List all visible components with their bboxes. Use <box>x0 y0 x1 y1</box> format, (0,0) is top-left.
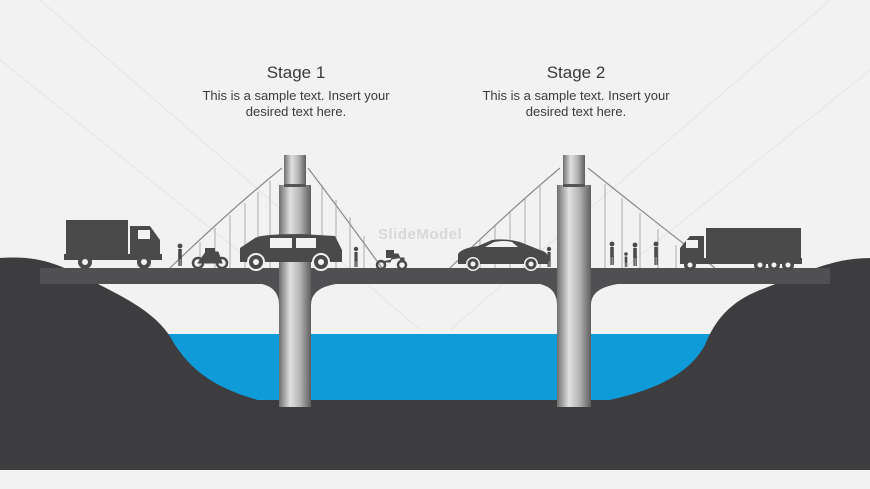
stage-1-title: Stage 1 <box>266 63 326 82</box>
stage-2-description: This is a sample text. Insert your desir… <box>482 88 670 119</box>
truck-icon <box>64 220 162 269</box>
stage-2-title: Stage 2 <box>546 63 606 82</box>
stage-1-callout: Stage 1 This is a sample text. Insert yo… <box>181 62 411 120</box>
stage-1-description: This is a sample text. Insert your desir… <box>202 88 390 119</box>
bridge-deck <box>40 268 830 305</box>
pillar-1 <box>279 155 311 407</box>
pedestrian-icon <box>177 241 659 267</box>
semi-truck-icon <box>680 228 802 271</box>
sedan-icon <box>458 239 548 271</box>
suv-icon <box>240 234 342 271</box>
watermark-text: SlideModel <box>378 226 463 243</box>
scooter-icon <box>375 250 408 271</box>
stage-2-callout: Stage 2 This is a sample text. Insert yo… <box>461 62 691 120</box>
ground-bottom <box>150 400 750 470</box>
pillar-2 <box>557 155 591 407</box>
motorcycle-icon <box>191 248 229 270</box>
